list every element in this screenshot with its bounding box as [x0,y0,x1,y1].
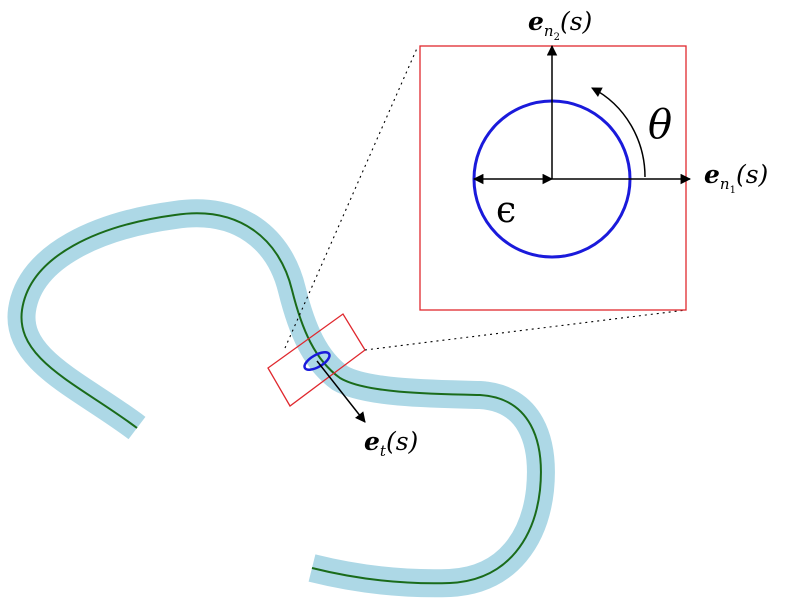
tangent-arrow [316,360,366,423]
theta-arc-arrow [591,87,646,178]
tangent-label: et(s) [364,427,418,460]
theta-label: θ [648,102,672,148]
cross-section-ellipse [303,351,331,371]
leader-line-top [284,45,419,349]
normal-1-label: en1(s) [704,160,768,196]
tube-centerline [20,212,542,585]
epsilon-label: ϵ [496,190,516,231]
normal-2-label: en2(s) [528,7,592,43]
leader-line-bottom [364,309,687,351]
zoom-frame [419,45,687,311]
